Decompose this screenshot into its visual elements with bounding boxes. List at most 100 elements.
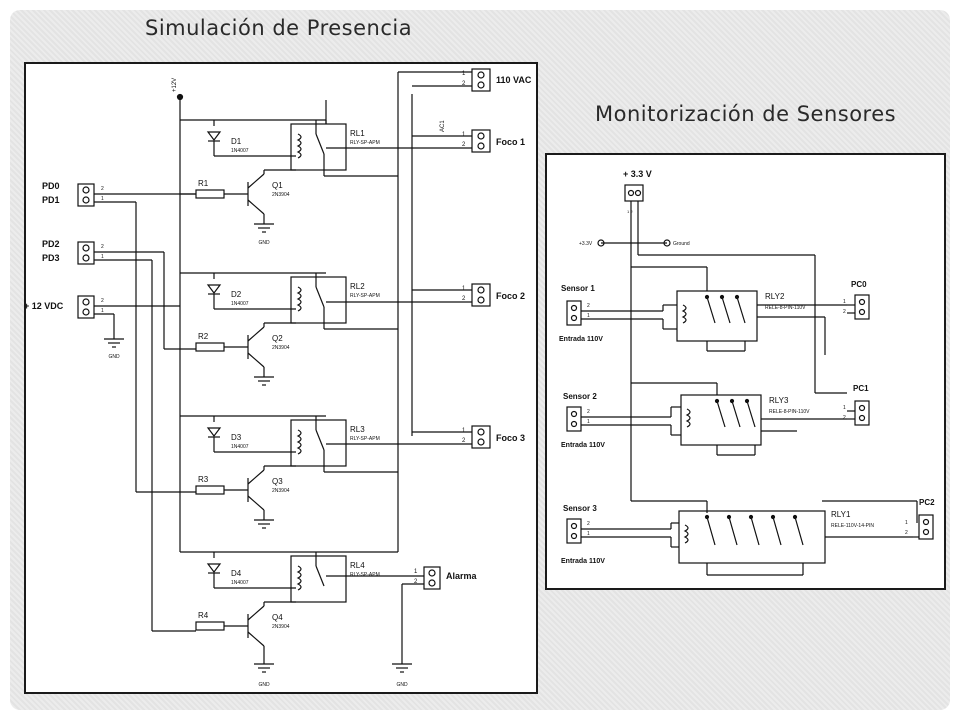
sensor-3-group: Sensor 3 2 1 Entrada 110V RLY1 RELE-110V… [561,498,935,576]
svg-text:Q4: Q4 [272,613,283,622]
svg-text:PD3: PD3 [42,253,60,263]
connector-foco-3: 1 2 Foco 3 [326,425,525,449]
svg-text:Entrada 110V: Entrada 110V [561,558,605,565]
svg-text:PC0: PC0 [851,280,867,289]
svg-text:Foco 1: Foco 1 [496,137,525,147]
svg-text:RLY2: RLY2 [765,292,785,301]
svg-text:1: 1 [587,313,590,319]
svg-text:Sensor 3: Sensor 3 [563,504,597,513]
svg-text:1: 1 [462,132,466,138]
svg-text:2: 2 [587,303,590,309]
input-connector-pd0-pd1: PD0 PD1 2 1 [42,181,196,493]
svg-text:2: 2 [843,309,846,315]
svg-text:GND: GND [258,682,270,688]
supply-label: +12V [172,78,178,92]
svg-text:2N3904: 2N3904 [272,488,290,494]
svg-text:2: 2 [905,530,908,536]
svg-text:Q2: Q2 [272,334,283,343]
svg-text:2N3904: 2N3904 [272,624,290,630]
svg-text:Sensor 1: Sensor 1 [561,284,595,293]
svg-text:2: 2 [462,296,466,302]
svg-text:1: 1 [462,428,466,434]
svg-text:RLY-SP-APM: RLY-SP-APM [350,436,380,442]
svg-text:1: 1 [462,286,466,292]
svg-text:+3.3V: +3.3V [579,241,593,247]
svg-text:2: 2 [843,415,846,421]
svg-text:Foco 2: Foco 2 [496,291,525,301]
svg-text:1N4007: 1N4007 [231,148,249,154]
svg-text:2: 2 [414,579,418,585]
svg-text:Foco 3: Foco 3 [496,433,525,443]
svg-text:PD0: PD0 [42,181,60,191]
svg-text:GND: GND [258,240,270,246]
svg-text:2: 2 [587,409,590,415]
svg-text:D4: D4 [231,569,242,578]
sensor-2-group: Sensor 2 2 1 Entrada 110V RLY3 RELE-8-PI… [561,384,870,456]
svg-text:Ground: Ground [673,241,690,247]
svg-text:1: 1 [905,520,908,526]
svg-text:RL3: RL3 [350,425,365,434]
svg-text:PC2: PC2 [919,498,935,507]
svg-text:D3: D3 [231,433,242,442]
svg-text:Entrada 110V: Entrada 110V [559,336,603,343]
svg-text:PD1: PD1 [42,195,60,205]
svg-text:1 2: 1 2 [627,209,633,214]
svg-text:1: 1 [101,254,104,260]
svg-text:1: 1 [587,531,590,537]
svg-text:RELE-8-PIN-110V: RELE-8-PIN-110V [769,409,810,415]
svg-text:R3: R3 [198,475,209,484]
input-connector-pd2-pd3: PD2 PD3 2 1 [42,239,196,632]
presence-simulation-schematic: +12V AC1 1 2 110 VAC 1 2 Foco 1 1 2 Foco… [24,62,538,694]
title-sensor-monitoring: Monitorización de Sensores [595,102,897,126]
svg-text:D2: D2 [231,290,242,299]
title-presence-simulation: Simulación de Presencia [145,16,413,40]
svg-text:Alarma: Alarma [446,571,478,581]
svg-text:2: 2 [587,521,590,527]
svg-text:2: 2 [101,186,104,192]
svg-text:2: 2 [101,298,104,304]
svg-text:PC1: PC1 [853,384,869,393]
svg-text:PD2: PD2 [42,239,60,249]
svg-text:2: 2 [462,438,466,444]
svg-text:R1: R1 [198,179,209,188]
relay-stage-2: D2 1N4007 RL2 RLY-SP-APM R2 Q2 2N3904 [180,272,398,386]
svg-text:RL2: RL2 [350,282,365,291]
svg-text:RLY3: RLY3 [769,396,789,405]
svg-text:R4: R4 [198,611,209,620]
svg-text:1N4007: 1N4007 [231,580,249,586]
svg-text:1: 1 [101,196,104,202]
svg-text:D1: D1 [231,137,242,146]
svg-text:Q1: Q1 [272,181,283,190]
svg-text:1N4007: 1N4007 [231,301,249,307]
svg-text:1: 1 [101,308,104,314]
svg-text:110 VAC: 110 VAC [496,75,532,85]
sensor-monitoring-schematic: + 3.3 V 1 2 +3.3V Ground Sensor 1 2 1 En… [545,153,946,590]
svg-text:RLY-SP-APM: RLY-SP-APM [350,140,380,146]
svg-text:2N3904: 2N3904 [272,345,290,351]
ac-line-label: AC1 [440,120,446,132]
svg-text:RELE-8-PIN-110V: RELE-8-PIN-110V [765,305,806,311]
svg-text:2: 2 [101,244,104,250]
svg-text:Sensor 2: Sensor 2 [563,392,597,401]
svg-text:RLY-SP-APM: RLY-SP-APM [350,293,380,299]
svg-text:RELE-110V-14-PIN: RELE-110V-14-PIN [831,523,874,529]
svg-text:1: 1 [462,71,466,77]
connector-foco-2: 1 2 Foco 2 [326,283,525,307]
svg-text:1: 1 [843,405,846,411]
sensor-1-group: Sensor 1 2 1 Entrada 110V RLY2 RELE-8-PI… [559,280,870,355]
svg-text:RL4: RL4 [350,561,365,570]
supply-connector-3v3: + 3.3 V 1 2 +3.3V Ground [579,169,690,255]
svg-text:Entrada 110V: Entrada 110V [561,442,605,449]
svg-text:+ 12 VDC: + 12 VDC [26,301,64,311]
relay-stage-1: D1 1N4007 RL1 RLY-SP-APM R1 GND Q1 2N390… [180,119,398,246]
relay-stage-4: D4 1N4007 RL4 RLY-SP-APM R4 GND Q4 2N390… [180,551,380,688]
svg-text:Q3: Q3 [272,477,283,486]
svg-text:1: 1 [414,569,418,575]
svg-text:RL1: RL1 [350,129,365,138]
svg-text:2: 2 [462,142,466,148]
input-connector-12vdc: + 12 VDC 2 1 GND [26,295,180,360]
svg-text:RLY1: RLY1 [831,510,851,519]
svg-text:2N3904: 2N3904 [272,192,290,198]
svg-text:GND: GND [396,682,408,688]
relay-stage-3: D3 1N4007 RL3 RLY-SP-APM R3 Q3 2N3904 [180,415,398,529]
